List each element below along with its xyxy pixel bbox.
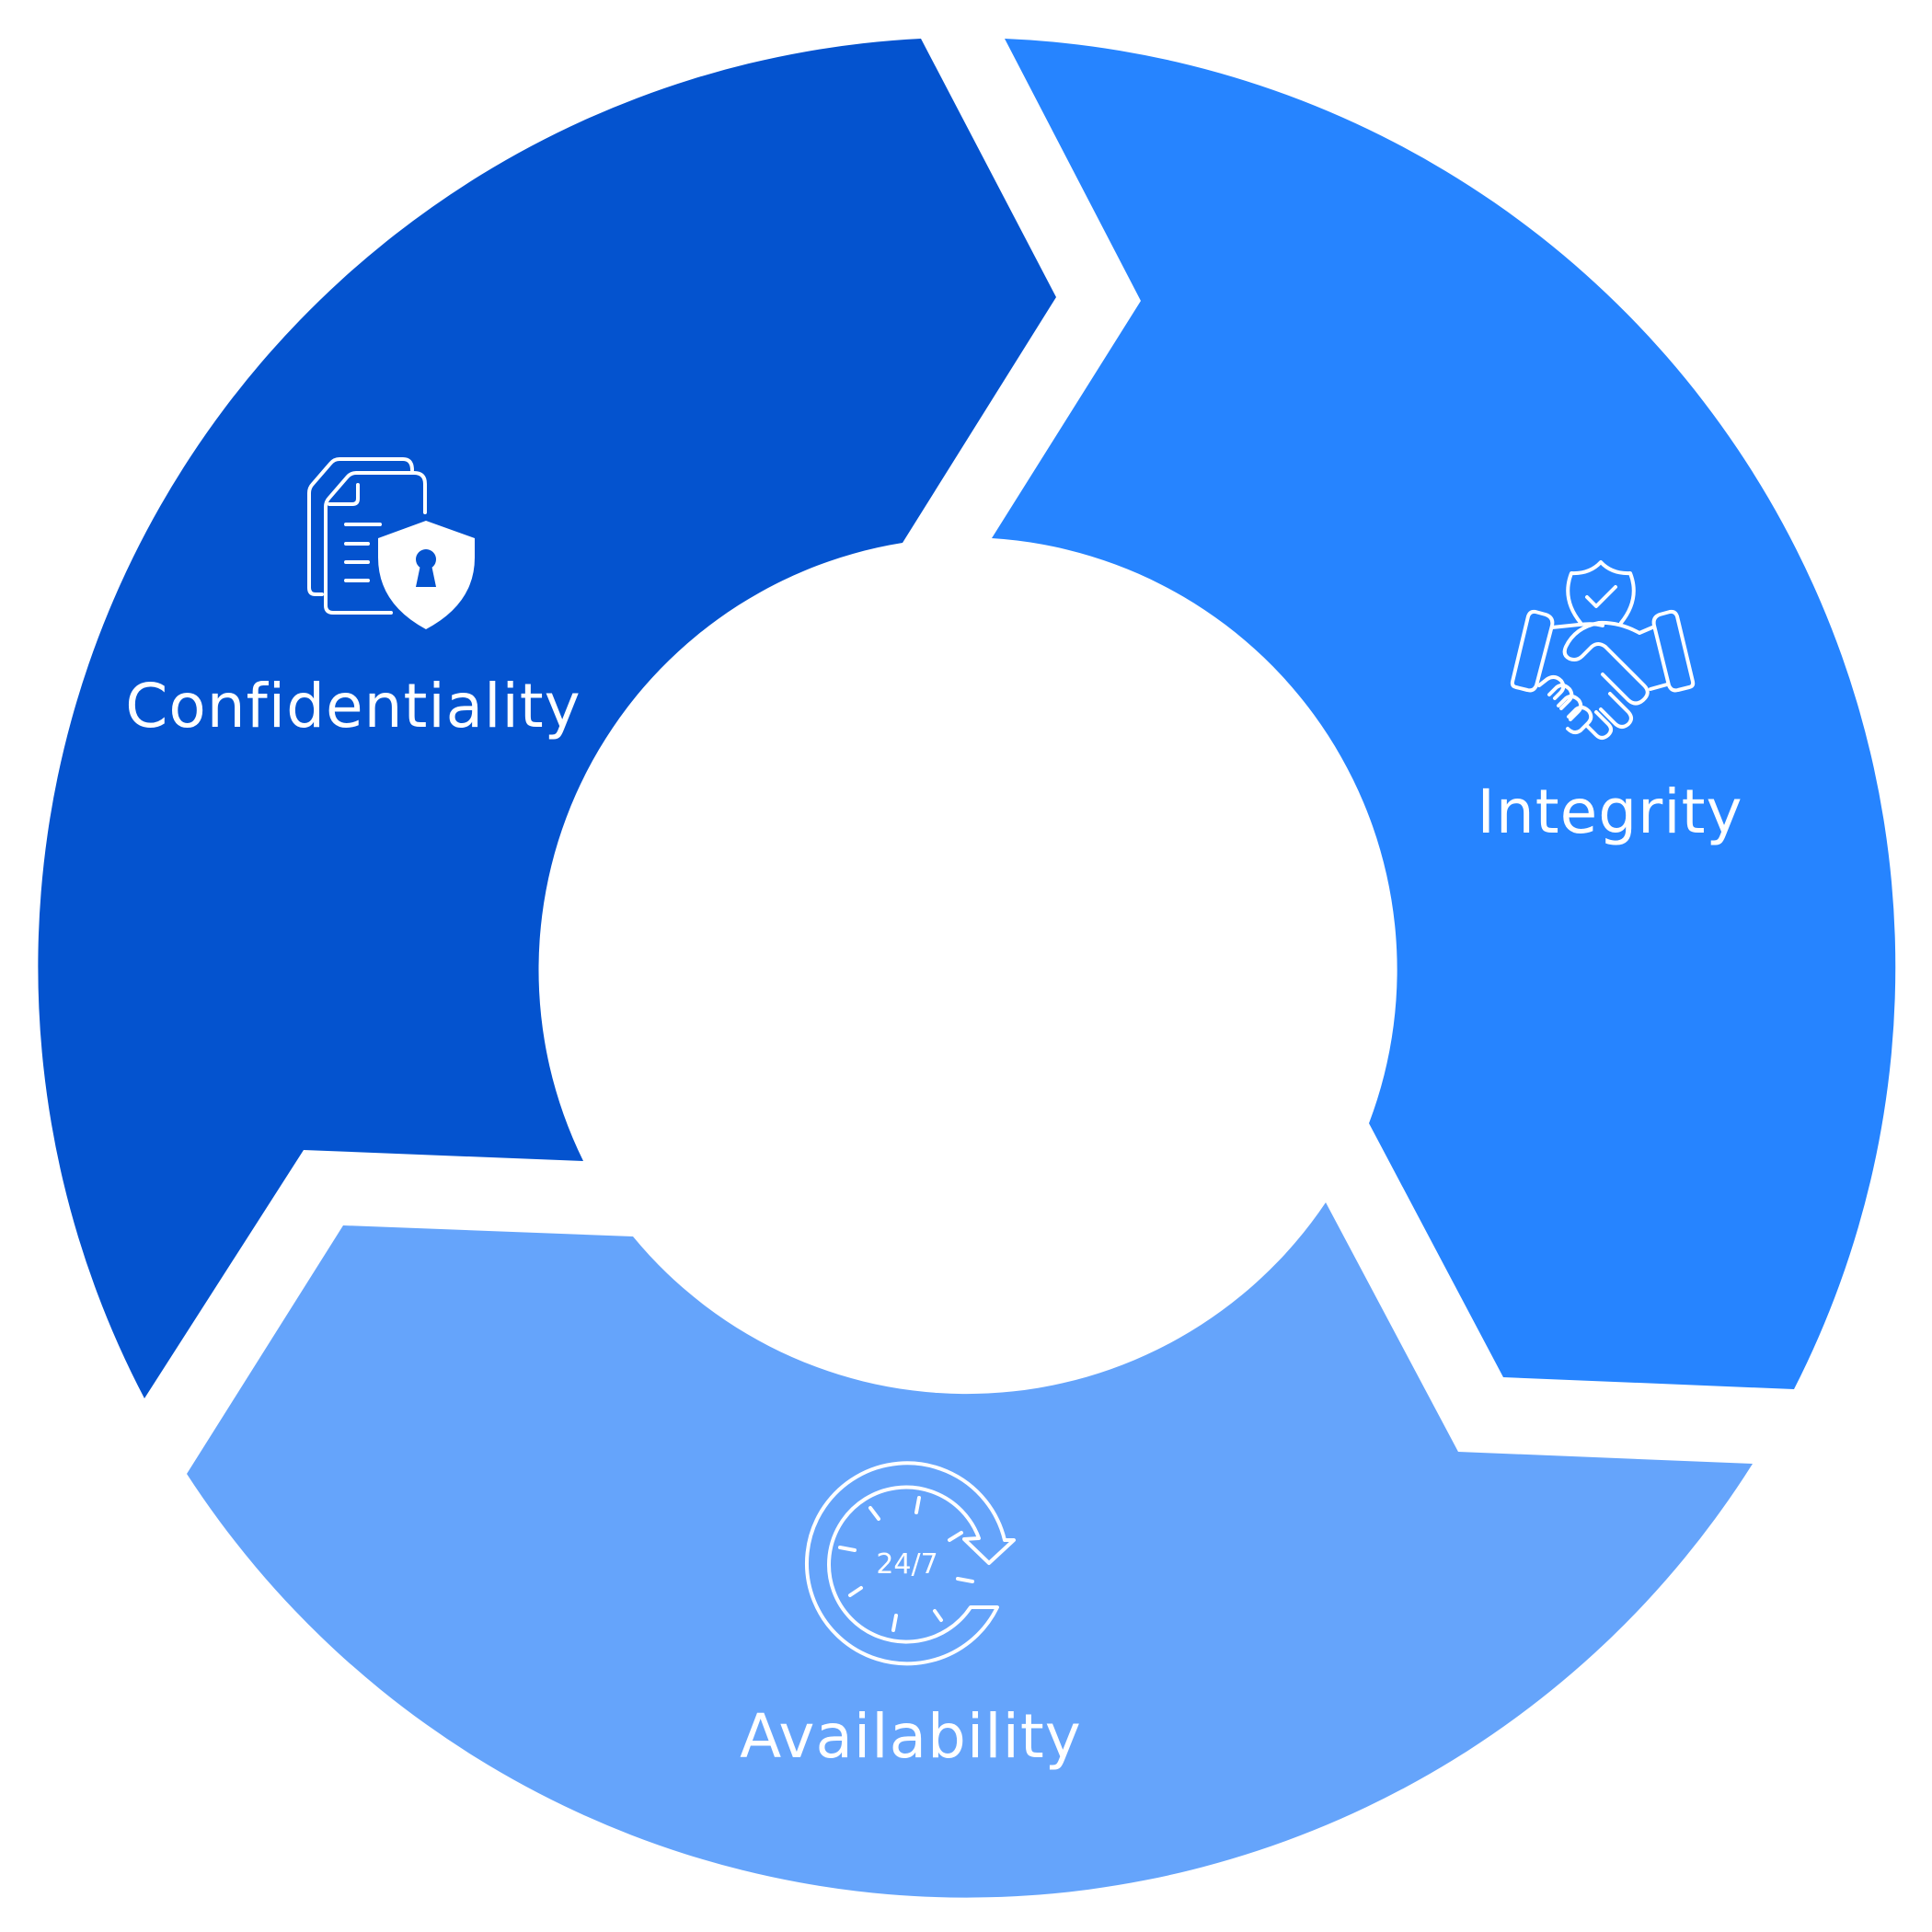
document-shield-lock-icon	[307, 457, 475, 629]
confidentiality-segment	[38, 39, 1057, 1398]
availability-segment	[187, 1202, 1753, 1898]
integrity-segment	[992, 39, 1896, 1389]
clock-24-7-text: 24/7	[876, 1548, 937, 1581]
handshake-shield-icon	[1510, 560, 1696, 740]
integrity-label: Integrity	[1477, 776, 1742, 847]
confidentiality-label: Confidentiality	[125, 671, 581, 742]
clock-24-7-icon: 24/7	[804, 1461, 1016, 1666]
availability-label: Availability	[740, 1701, 1082, 1772]
